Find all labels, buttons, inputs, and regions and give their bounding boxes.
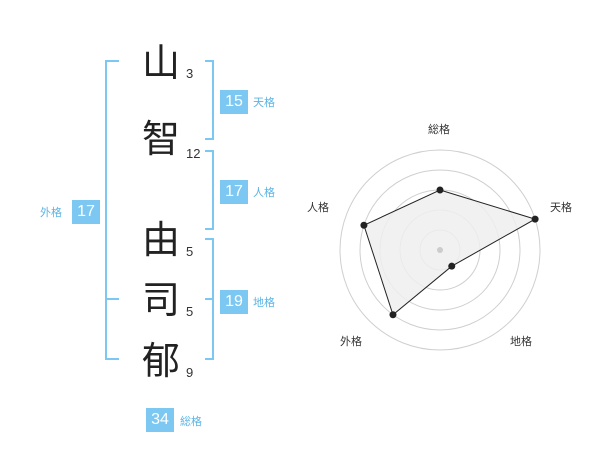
radar-axis-label-tenkaku: 天格 <box>550 201 572 214</box>
radar-center <box>437 247 443 253</box>
radar-axis-label-gaikaku: 外格 <box>340 335 362 348</box>
chikaku-bracket-mid <box>205 298 214 300</box>
gaikaku-label: 外格 <box>40 206 62 219</box>
radar-polygon <box>363 189 537 316</box>
jinkaku-bracket-bottom <box>205 228 214 230</box>
radar-axis-label-chikaku: 地格 <box>510 335 532 348</box>
stroke-count-2: 12 <box>186 146 201 161</box>
radar-axis-label-soukaku: 総格 <box>428 123 450 136</box>
tenkaku-bracket-bottom <box>205 138 214 140</box>
soukaku-label: 総格 <box>180 415 202 428</box>
name-char-1: 山 <box>141 41 180 85</box>
jinkaku-bracket-vertical <box>212 150 214 230</box>
gaikaku-badge: 17 <box>72 200 100 224</box>
outer-bracket-mid <box>105 298 119 300</box>
jinkaku-label: 人格 <box>253 186 275 199</box>
radar-point-3 <box>448 262 456 270</box>
tenkaku-bracket-top <box>205 60 214 62</box>
jinkaku-bracket-top <box>205 150 214 152</box>
radar-axis-label-jinkaku: 人格 <box>307 201 329 214</box>
radar-point-4 <box>389 311 397 319</box>
stroke-count-3: 5 <box>186 244 194 259</box>
tenkaku-badge: 15 <box>220 90 248 114</box>
chikaku-bracket-top <box>205 238 214 240</box>
chikaku-badge: 19 <box>220 290 248 314</box>
outer-bracket-vertical <box>105 60 107 360</box>
name-char-4: 司 <box>141 278 180 322</box>
outer-bracket-top <box>105 60 119 62</box>
stroke-count-5: 9 <box>186 365 194 380</box>
tenkaku-label: 天格 <box>253 96 275 109</box>
radar-ring <box>339 149 541 351</box>
name-char-2: 智 <box>141 117 180 161</box>
outer-bracket-bottom <box>105 358 119 360</box>
radar-point-2 <box>531 215 539 223</box>
chikaku-label: 地格 <box>253 296 275 309</box>
soukaku-badge: 34 <box>146 408 174 432</box>
name-char-5: 郁 <box>141 339 180 383</box>
name-char-3: 由 <box>141 218 180 262</box>
tenkaku-bracket-vertical <box>212 60 214 140</box>
chikaku-bracket-bottom <box>205 358 214 360</box>
stroke-count-4: 5 <box>186 304 194 319</box>
radar-ring <box>359 169 521 331</box>
radar-point-5 <box>360 221 368 229</box>
jinkaku-badge: 17 <box>220 180 248 204</box>
stroke-count-1: 3 <box>186 66 194 81</box>
radar-point-1 <box>436 186 444 194</box>
